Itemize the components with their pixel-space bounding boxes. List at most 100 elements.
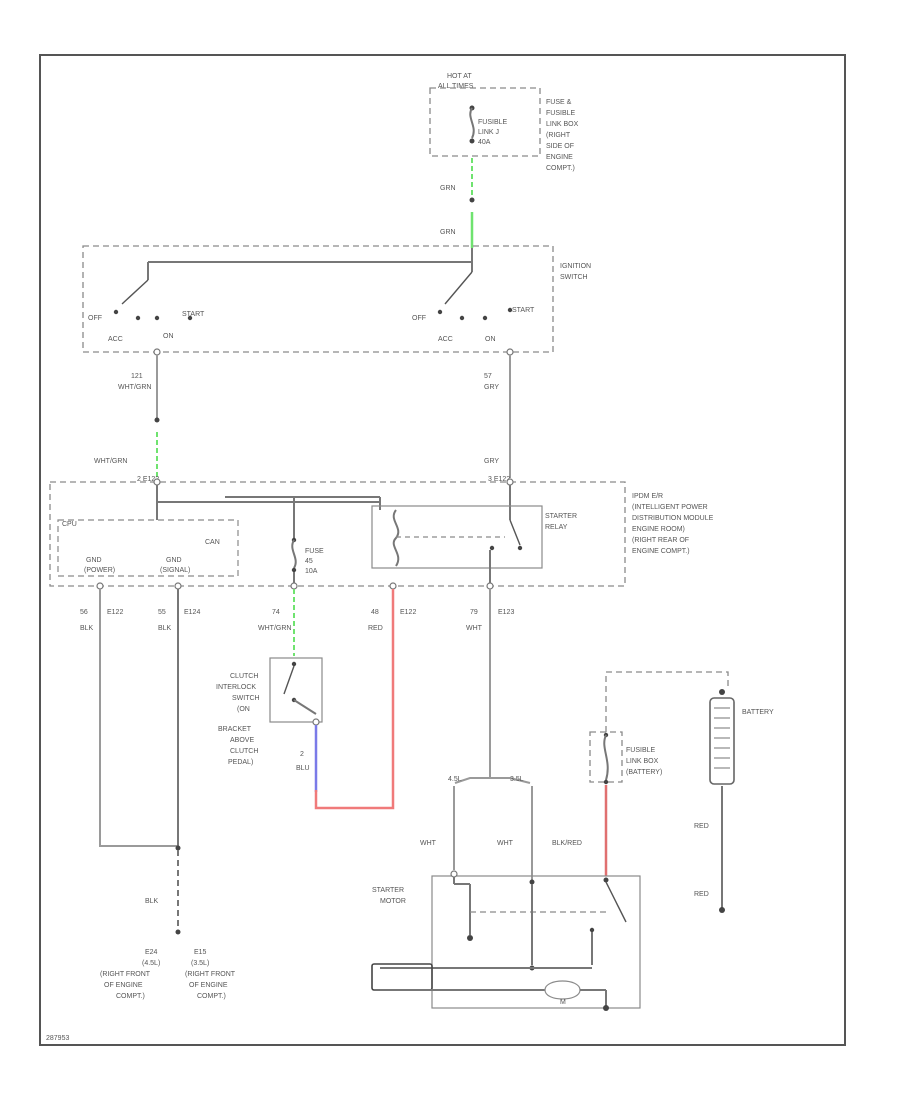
fuse-box-loc-6: ENGINE <box>546 154 573 161</box>
fuse-45-line2: 45 <box>305 558 313 565</box>
ipdm-gnd1-line1: GND <box>86 557 102 564</box>
grn-label-2: GRN <box>440 229 456 236</box>
gry-label-2: GRY <box>484 458 499 465</box>
w55-conn: E124 <box>184 609 200 616</box>
clutch-label-7: CLUTCH <box>230 748 258 755</box>
fusible-battery-line2: LINK BOX <box>626 758 659 765</box>
starter-motor-box <box>431 875 641 1009</box>
red-wire <box>314 589 395 810</box>
fuse-box-loc-7: COMPT.) <box>546 165 575 172</box>
ignition-title-1: IGNITION <box>560 263 591 270</box>
wire-57-num: 57 <box>484 373 492 380</box>
e24-line2: (4.5L) <box>142 960 160 967</box>
e15-line2: (3.5L) <box>191 960 209 967</box>
fusible-link-line2: LINK J <box>478 129 499 136</box>
motor-label: M <box>560 999 566 1006</box>
starter-relay-box <box>371 505 543 569</box>
fuse-box-loc-5: SIDE OF <box>546 143 574 150</box>
w48-num: 48 <box>371 609 379 616</box>
starter-motor-line2: MOTOR <box>380 898 406 905</box>
starter-relay-coil-icon <box>392 509 523 567</box>
w2-num: 2 <box>300 751 304 758</box>
clutch-label-2: INTERLOCK <box>216 684 256 691</box>
w48-color: RED <box>368 625 383 632</box>
fuse-box-loc-4: (RIGHT <box>546 132 571 139</box>
w56-num: 56 <box>80 609 88 616</box>
fuse-45-line3: 10A <box>305 568 318 575</box>
wht-mid-label: WHT <box>497 840 514 847</box>
ipdm-title-4: ENGINE ROOM) <box>632 526 685 533</box>
battery-ground-node <box>719 907 725 913</box>
clutch-label-8: PEDAL) <box>228 759 253 766</box>
clutch-switch-box <box>269 657 323 723</box>
w55-num: 55 <box>158 609 166 616</box>
ipdm-outline <box>49 481 626 587</box>
wire-57-color: GRY <box>484 384 499 391</box>
pin-74 <box>290 582 298 590</box>
clutch-label-1: CLUTCH <box>230 673 258 680</box>
pin-56 <box>96 582 104 590</box>
fuse-45-icon <box>291 537 297 573</box>
w74-num: 74 <box>272 609 280 616</box>
starter-relay-line2: RELAY <box>545 524 568 531</box>
ignition-switch-left-icon <box>113 279 193 321</box>
e15-line3: (RIGHT FRONT <box>185 971 236 978</box>
ign-conn-left <box>153 348 161 356</box>
ipdm-conn-left: 2 E122 <box>137 476 159 483</box>
ign-left-acc: ACC <box>108 336 123 343</box>
e24-line1: E24 <box>145 949 158 956</box>
w79-num: 79 <box>470 609 478 616</box>
starter-motor-line1: STARTER <box>372 887 404 894</box>
ign-left-start: START <box>182 311 205 318</box>
ignition-title-2: SWITCH <box>560 274 588 281</box>
ign-left-off: OFF <box>88 315 102 322</box>
blk-wire-56 <box>99 589 178 847</box>
ignition-switch-right-icon <box>437 271 513 321</box>
wht-left-label: WHT <box>420 840 437 847</box>
fusible-link-line3: 40A <box>478 139 491 146</box>
ignition-switch-outline <box>82 245 554 353</box>
wire-121-num: 121 <box>131 373 143 380</box>
pin-55 <box>174 582 182 590</box>
ipdm-title-1: IPDM E/R <box>632 493 663 500</box>
clutch-label-4: (ON <box>237 706 250 713</box>
ign-right-on: ON <box>485 336 496 343</box>
w79-conn: E123 <box>498 609 514 616</box>
ipdm-title-3: DISTRIBUTION MODULE <box>632 515 714 522</box>
ipdm-cpu-box <box>57 519 239 577</box>
w2-color: BLU <box>296 765 310 772</box>
ipdm-gnd2-line1: GND <box>166 557 182 564</box>
ign-right-off: OFF <box>412 315 426 322</box>
grn-node <box>469 197 475 203</box>
red-label-2: RED <box>694 891 709 898</box>
fuse-box-outline <box>429 87 541 157</box>
fuse-box-loc-2: FUSIBLE <box>546 110 576 117</box>
pin-79 <box>486 582 494 590</box>
ipdm-title-2: (INTELLIGENT POWER <box>632 504 708 511</box>
w56-color: BLK <box>80 625 94 632</box>
grn-label-1: GRN <box>440 185 456 192</box>
starter-relay-line1: STARTER <box>545 513 577 520</box>
ign-left-on: ON <box>163 333 174 340</box>
ipdm-pin-right <box>506 478 514 486</box>
fuse-45-line1: FUSE <box>305 548 324 555</box>
ign-right-start: START <box>512 307 535 314</box>
fusible-link-line1: FUSIBLE <box>478 119 508 126</box>
battery-label: BATTERY <box>742 709 774 716</box>
pin-48 <box>389 582 397 590</box>
ipdm-cpu-label: CPU <box>62 521 77 528</box>
w48-conn: E122 <box>400 609 416 616</box>
e24-line4: OF ENGINE <box>104 982 143 989</box>
ipdm-can-label: CAN <box>205 539 220 546</box>
battery-icon <box>709 689 735 785</box>
blk-splice <box>175 845 181 851</box>
blk-node-bottom <box>175 929 181 935</box>
wire-121-color: WHT/GRN <box>118 384 151 391</box>
w56-conn: E122 <box>107 609 123 616</box>
split-35-line <box>490 777 531 784</box>
figure-id: 287953 <box>46 1035 69 1042</box>
w55-color: BLK <box>158 625 172 632</box>
ign-conn-right <box>506 348 514 356</box>
ipdm-title-6: ENGINE COMPT.) <box>632 548 690 555</box>
